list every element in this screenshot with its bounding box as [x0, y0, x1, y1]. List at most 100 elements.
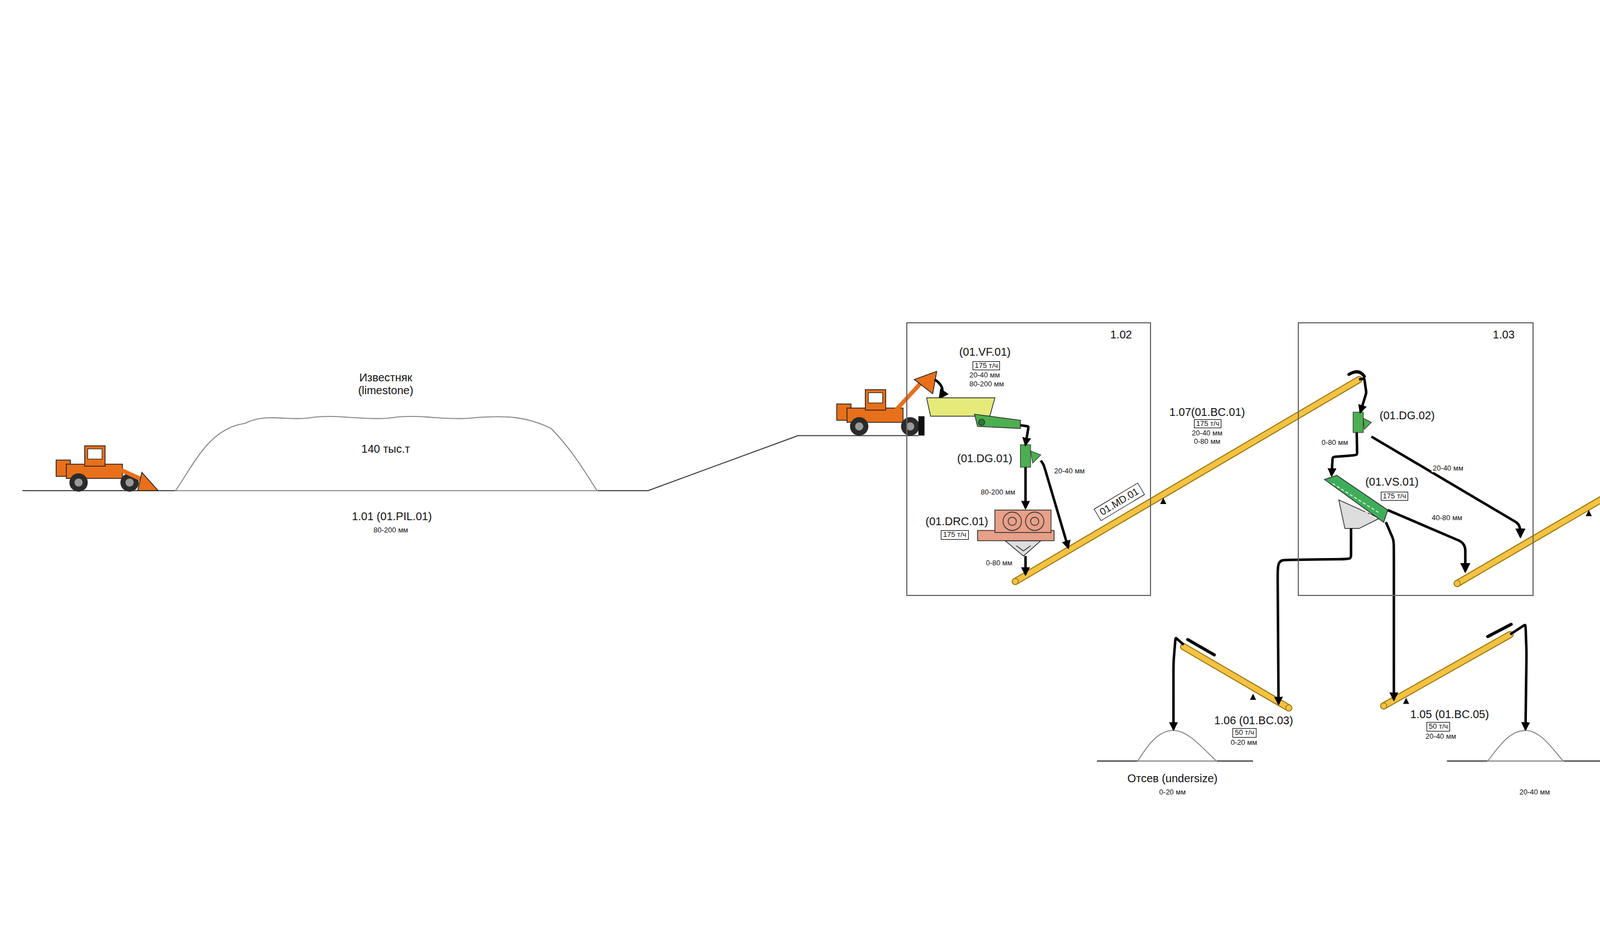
wheel-loader: [56, 446, 159, 492]
texture-stroke: [1168, 731, 1179, 742]
texture-stroke: [456, 437, 465, 448]
texture-stroke: [1147, 744, 1157, 754]
vibrating-screen: (01.VS.01)175 т/ч: [1324, 475, 1388, 529]
texture-stroke: [1543, 751, 1550, 761]
texture-stroke: [177, 438, 188, 448]
equipment-label: (01.DG.02): [1379, 409, 1435, 423]
texture-stroke: [516, 431, 526, 441]
equipment-label: (01.VF.01): [959, 345, 1011, 359]
texture-stroke: [1193, 743, 1203, 751]
texture-stroke: [252, 443, 262, 452]
texture-stroke: [451, 478, 458, 488]
roll-crusher: (01.DRC.01)175 т/ч: [977, 508, 1055, 557]
texture-stroke: [360, 471, 367, 481]
texture-stroke: [203, 479, 213, 486]
belt-conveyor: [1012, 371, 1600, 712]
texture-stroke: [496, 477, 506, 486]
texture-stroke: [335, 424, 345, 435]
texture-stroke: [480, 458, 490, 467]
equipment-label: Известняк (limestone): [346, 371, 425, 398]
equipment-label: 1.06 (01.BC.03): [1214, 714, 1293, 728]
texture-stroke: [585, 454, 594, 464]
spec-text: 80-200 мм: [969, 380, 1004, 389]
equipment-label: (01.DRC.01): [925, 515, 989, 529]
roll-crusher: [977, 510, 1055, 557]
flow-connector: [1385, 521, 1394, 700]
texture-stroke: [430, 424, 441, 434]
plant-area: 1.03 (01.DG.02) (01.VS.01)175 т/ч: [1297, 322, 1534, 596]
texture-stroke: [1198, 757, 1208, 767]
texture-stroke: [239, 428, 248, 434]
texture-stroke: [225, 472, 235, 483]
equipment-label: Отсев (undersize): [1127, 772, 1218, 786]
equipment-label: 1.07(01.BC.01): [1169, 405, 1246, 419]
texture-stroke: [274, 431, 283, 441]
belt-conveyor: 1.05 (01.BC.05)50 т/ч20-40 мм: [1379, 630, 1515, 711]
texture-stroke: [483, 433, 493, 441]
texture-stroke: [473, 463, 480, 473]
texture-stroke: [366, 423, 377, 431]
spec-text: 50 т/ч: [1232, 728, 1256, 738]
texture-stroke: [215, 423, 224, 434]
spec-text: 20-40 мм: [1425, 732, 1457, 742]
stockpile: 20-40 мм: [1487, 729, 1564, 763]
texture-stroke: [1202, 752, 1212, 762]
texture-stroke: [484, 436, 494, 445]
texture-stroke: [1162, 730, 1169, 740]
texture-stroke: [574, 452, 584, 459]
texture-stroke: [1145, 736, 1155, 746]
texture-stroke: [240, 459, 249, 470]
texture-stroke: [564, 440, 575, 449]
texture-stroke: [542, 451, 549, 461]
texture-stroke: [178, 469, 188, 477]
stockpile: [175, 416, 1564, 762]
annotation-label: 1.01 (01.PIL.01): [351, 510, 432, 524]
texture-stroke: [214, 482, 220, 491]
spec-text: 50 т/ч: [1426, 722, 1450, 732]
flow-label: 0-80 мм: [1320, 438, 1350, 448]
texture-stroke: [361, 472, 371, 482]
texture-stroke: [1505, 742, 1515, 751]
texture-stroke: [586, 462, 596, 473]
texture-stroke: [291, 463, 301, 474]
belt-conveyor: 1.06 (01.BC.03)50 т/ч0-20 мм: [1179, 640, 1294, 715]
texture-stroke: [363, 421, 372, 428]
texture-stroke: [380, 473, 390, 483]
spec-text: 175 т/ч: [1194, 419, 1222, 429]
flow-connector: [1277, 528, 1352, 705]
metal-detector: 01.MD.01: [1093, 482, 1145, 522]
texture-stroke: [328, 417, 338, 428]
equipment-label: 1.03: [1492, 328, 1515, 342]
texture-stroke: [186, 441, 196, 451]
texture-stroke: [477, 446, 487, 454]
flow-label: 20-40 мм: [1052, 467, 1086, 476]
stopper-block: [918, 416, 925, 437]
texture-stroke: [549, 434, 559, 442]
texture-stroke: [265, 438, 274, 448]
diverter-gate: (01.DG.02): [1352, 412, 1372, 433]
texture-stroke: [299, 416, 309, 425]
texture-stroke: [545, 453, 555, 463]
texture-stroke: [345, 475, 355, 483]
texture-stroke: [457, 431, 466, 441]
annotation-label: 20-40 мм: [1431, 464, 1465, 473]
texture-stroke: [1155, 741, 1164, 752]
texture-stroke: [278, 468, 289, 478]
texture-stroke: [1492, 751, 1503, 761]
pile-texture: [177, 416, 1561, 767]
flow-connector: [1173, 637, 1184, 730]
equipment-label: 1.02: [1110, 328, 1133, 342]
texture-stroke: [277, 463, 287, 474]
spec-text: 175 т/ч: [1380, 491, 1409, 501]
spec-text: 0-20 мм: [1230, 738, 1258, 748]
spec-text: 175 т/ч: [940, 530, 969, 540]
texture-stroke: [231, 445, 242, 453]
equipment-label: 20-40 мм: [1519, 788, 1551, 797]
texture-stroke: [371, 419, 380, 430]
annotation-label: 80-200 мм: [373, 526, 409, 535]
spec-text: 140 тыс.т: [361, 442, 410, 456]
annotation-label: 40-80 мм: [1430, 514, 1464, 523]
